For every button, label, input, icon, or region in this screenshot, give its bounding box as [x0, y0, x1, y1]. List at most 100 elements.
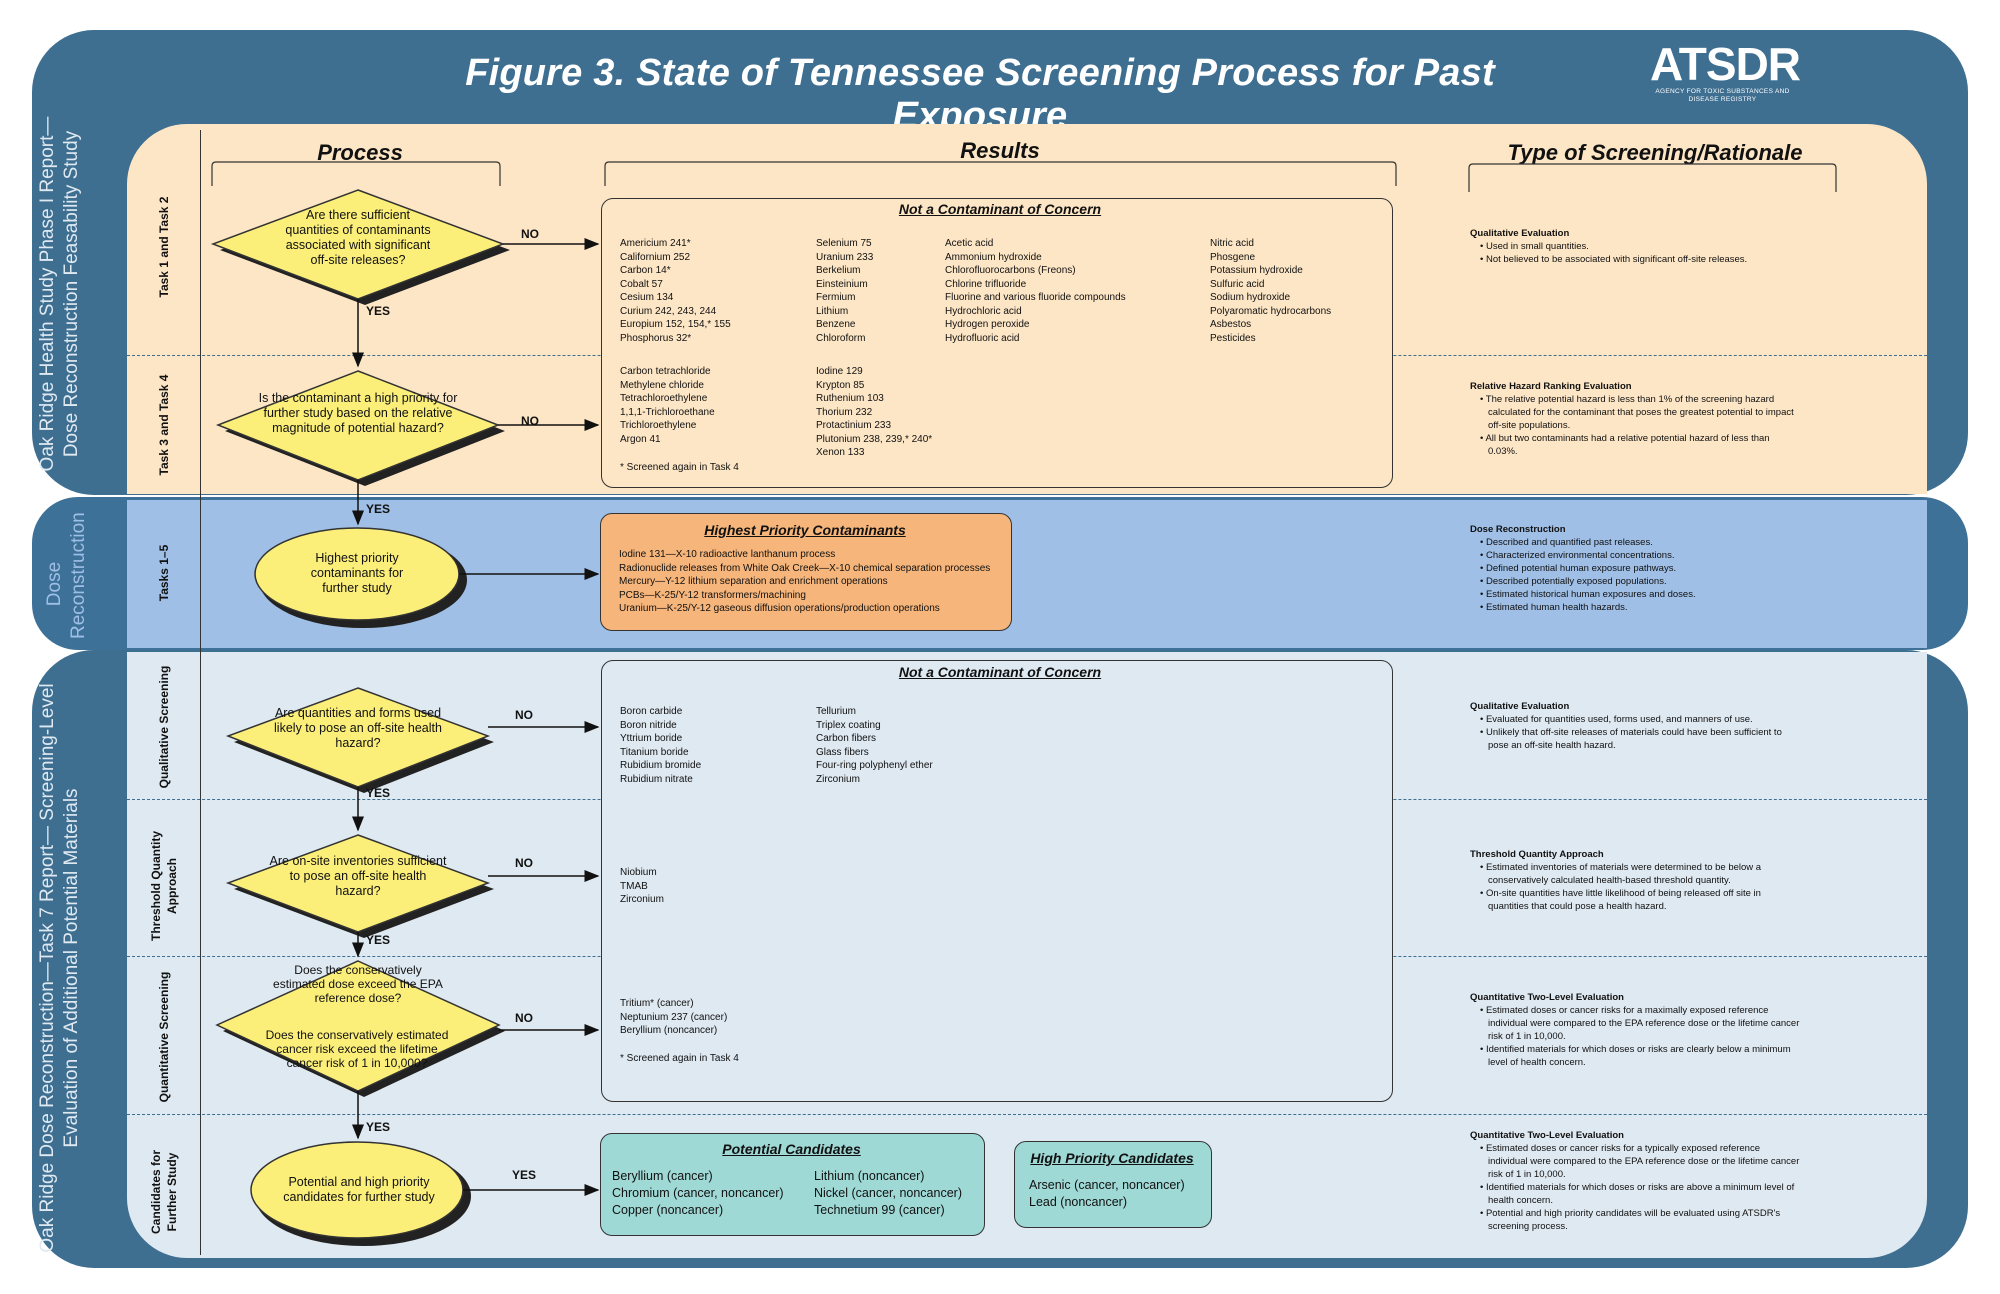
column-heading-rationale: Type of Screening/Rationale — [1507, 140, 1803, 165]
rationale-heading: Quantitative Two-Level Evaluation — [1470, 1130, 1624, 1141]
no-label: NO — [521, 227, 539, 241]
rationale-bullet: • Estimated human health hazards. — [1480, 602, 1628, 613]
list-item: Uranium 233 — [816, 251, 874, 263]
list-item: Americium 241* — [620, 238, 691, 249]
list-item: Titanium boride — [620, 746, 689, 758]
list-item: Sodium hydroxide — [1210, 292, 1291, 303]
no-label: NO — [515, 856, 533, 870]
list-item: Californium 252 — [620, 251, 691, 263]
footnote: * Screened again in Task 4 — [620, 462, 739, 473]
list-item: Glass fibers — [816, 746, 869, 758]
rationale-block: Relative Hazard Ranking Evaluation• The … — [1470, 380, 1800, 458]
list-item: Lithium (noncancer) — [814, 1169, 925, 1183]
list-item: Zirconium — [816, 773, 860, 785]
rationale-bullet: • On-site quantities have little likelih… — [1480, 888, 1761, 912]
list-item: TMAB — [620, 880, 648, 892]
list-item: PCBs—K-25/Y-12 transformers/machining — [619, 589, 806, 601]
list-item: Cesium 134 — [620, 292, 674, 303]
yes-label: YES — [366, 1120, 391, 1134]
not-contaminant-box-1 — [601, 198, 1393, 488]
no-label: NO — [515, 708, 533, 722]
list-item: Carbon 14* — [620, 265, 671, 276]
logo-name: ATSDR — [1650, 38, 1801, 90]
list-item: Tellurium — [816, 706, 857, 717]
list-item: Potassium hydroxide — [1210, 265, 1303, 276]
list-item: Radionuclide releases from White Oak Cre… — [619, 562, 991, 574]
rationale-bullet: • Identified materials for which doses o… — [1480, 1182, 1795, 1206]
results-list: Beryllium (cancer)Chromium (cancer, nonc… — [612, 1168, 784, 1219]
rationale-block: Threshold Quantity Approach• Estimated i… — [1470, 848, 1800, 913]
yes-label: YES — [366, 933, 391, 947]
list-item: Boron carbide — [620, 706, 683, 717]
highest-priority-title: Highest Priority Contaminants — [704, 522, 906, 538]
logo-subtitle: AGENCY FOR TOXIC SUBSTANCES AND DISEASE … — [1655, 88, 1790, 103]
yes-label: YES — [366, 786, 391, 800]
list-item: Selenium 75 — [816, 238, 872, 249]
list-item: Fermium — [816, 292, 856, 303]
list-item: Plutonium 238, 239,* 240* — [816, 433, 933, 445]
footnote: * Screened again in Task 4 — [620, 1053, 739, 1064]
results-list: Tritium* (cancer)Neptunium 237 (cancer)B… — [620, 997, 727, 1038]
list-item: Trichloroethylene — [620, 420, 697, 431]
rationale-bullet: • All but two contaminants had a relativ… — [1480, 433, 1770, 457]
rationale-heading: Threshold Quantity Approach — [1470, 849, 1604, 860]
rationale-block: Qualitative Evaluation• Evaluated for qu… — [1470, 700, 1800, 752]
results-bracket — [604, 161, 1397, 186]
list-item: Rubidium bromide — [620, 760, 702, 771]
results-list: Arsenic (cancer, noncancer)Lead (noncanc… — [1029, 1177, 1185, 1211]
rationale-bullet: • Identified materials for which doses o… — [1480, 1044, 1791, 1068]
rationale-bracket — [1468, 163, 1837, 192]
results-list: Iodine 131—X-10 radioactive lanthanum pr… — [619, 548, 990, 616]
list-item: Technetium 99 (cancer) — [814, 1203, 945, 1217]
list-item: Iodine 131—X-10 radioactive lanthanum pr… — [619, 549, 836, 560]
list-item: Hydrochloric acid — [945, 305, 1022, 317]
list-item: Mercury—Y-12 lithium separation and enri… — [619, 576, 888, 587]
list-item: Uranium—K-25/Y-12 gaseous diffusion oper… — [619, 603, 940, 614]
list-item: Nitric acid — [1210, 238, 1254, 249]
row-label-divider — [200, 130, 201, 1255]
question-1-text: Are there sufficient quantities of conta… — [285, 208, 431, 267]
row-divider — [127, 1114, 1927, 1115]
column-heading-results: Results — [960, 138, 1040, 163]
list-item: Pesticides — [1210, 332, 1256, 344]
question-6b-text: Does the conservatively estimated cancer… — [265, 1028, 449, 1070]
rationale-heading: Qualitative Evaluation — [1470, 228, 1570, 239]
list-item: Hydrogen peroxide — [945, 319, 1030, 330]
question-5-text: Are on-site inventories sufficient to po… — [269, 854, 447, 898]
box-1-title: Not a Contaminant of Concern — [898, 201, 1102, 217]
question-2-text: Is the contaminant a high priority for f… — [258, 391, 458, 435]
rationale-heading: Quantitative Two-Level Evaluation — [1470, 992, 1624, 1003]
list-item: Rubidium nitrate — [620, 773, 693, 785]
yes-label: YES — [366, 304, 391, 318]
rationale-bullet: • Not believed to be associated with sig… — [1480, 254, 1748, 265]
high-priority-candidates-title: High Priority Candidates — [1030, 1150, 1194, 1166]
rationale-bullet: • Estimated historical human exposures a… — [1480, 589, 1696, 600]
yes-label: YES — [366, 502, 391, 516]
list-item: Iodine 129 — [816, 366, 863, 377]
rationale-bullet: • Described and quantified past releases… — [1480, 537, 1653, 548]
list-item: Hydrofluoric acid — [945, 332, 1020, 344]
list-item: Ruthenium 103 — [816, 393, 884, 404]
rationale-heading: Relative Hazard Ranking Evaluation — [1470, 381, 1632, 392]
list-item: Acetic acid — [945, 238, 994, 249]
rationale-bullet: • Potential and high priority candidates… — [1480, 1208, 1781, 1232]
rationale-bullet: • Characterized environmental concentrat… — [1480, 550, 1675, 561]
rationale-bullet: • Unlikely that off-site releases of mat… — [1480, 727, 1782, 751]
atsdr-logo: ATSDR AGENCY FOR TOXIC SUBSTANCES AND DI… — [1650, 38, 1801, 104]
list-item: Boron nitride — [620, 719, 677, 731]
rationale-block: Quantitative Two-Level Evaluation • Estim… — [1470, 991, 1800, 1069]
highest-priority-box — [600, 513, 1012, 631]
list-item: Lead (noncancer) — [1029, 1195, 1127, 1209]
rationale-bullet: • Defined potential human exposure pathw… — [1480, 563, 1677, 574]
list-item: Einsteinium — [816, 278, 868, 290]
list-item: Tetrachloroethylene — [620, 393, 708, 404]
rationale-bullet: • Used in small quantities. — [1480, 241, 1589, 252]
rationale-bullet: • Estimated doses or cancer risks for a … — [1480, 1005, 1800, 1042]
